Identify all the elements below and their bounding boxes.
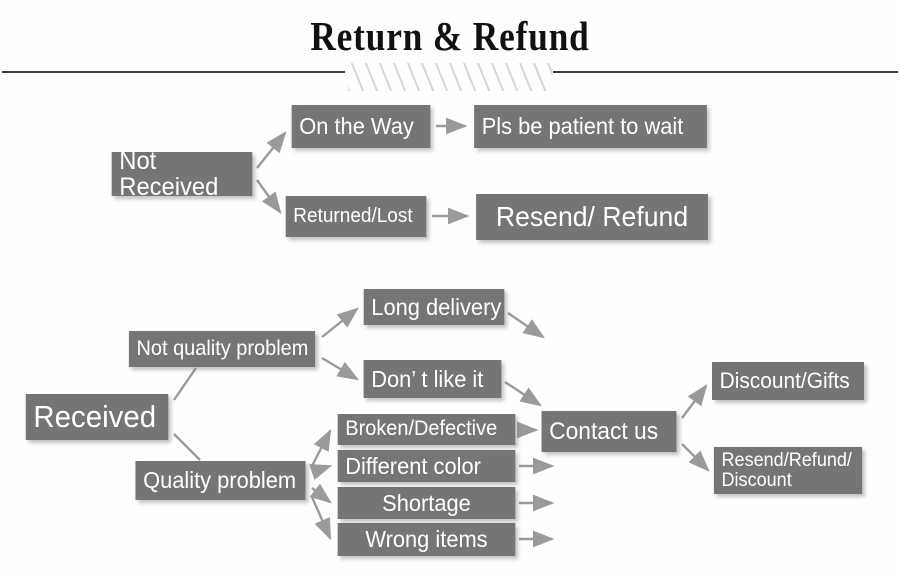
node-pls-be-patient[interactable]: Pls be patient to wait (474, 105, 707, 148)
header-divider (0, 63, 900, 91)
node-shortage[interactable]: Shortage (337, 487, 516, 519)
node-discount-gifts[interactable]: Discount/Gifts (712, 362, 864, 400)
hatched-divider-icon (348, 63, 552, 91)
node-not-received[interactable]: Not Received (111, 148, 253, 200)
arrow-contact-discountgifts (681, 384, 708, 419)
line-received-quality (173, 433, 201, 461)
arrow-notreceived-ontheway (256, 131, 287, 169)
node-broken-defective[interactable]: Broken/Defective (337, 414, 516, 445)
node-returned-lost[interactable]: Returned/Lost (285, 196, 427, 237)
divider-rule-left-fade (300, 71, 346, 73)
node-resend-refund[interactable]: Resend/ Refund (476, 194, 708, 240)
arrow-longdelivery-contact (507, 312, 545, 339)
node-contact-us[interactable]: Contact us (541, 411, 677, 452)
line-received-notquality (173, 367, 197, 401)
node-not-quality-problem[interactable]: Not quality problem (128, 331, 316, 367)
node-received[interactable]: Received (25, 394, 169, 440)
arrow-quality-shortage (309, 483, 332, 504)
divider-rule-left (2, 71, 345, 73)
node-on-the-way[interactable]: On the Way (291, 105, 431, 148)
node-resend-refund-discount[interactable]: Resend/Refund/ Discount (713, 447, 863, 494)
divider-rule-right (553, 71, 898, 73)
node-long-delivery[interactable]: Long delivery (363, 289, 505, 325)
node-dont-like-it[interactable]: Don’ t like it (363, 360, 502, 398)
arrow-quality-wrongitems (310, 496, 332, 541)
node-quality-problem[interactable]: Quality problem (135, 461, 306, 500)
arrow-quality-broken (310, 428, 332, 467)
arrow-notquality-longdelivery (321, 307, 359, 338)
page-title: Return & Refund (310, 13, 590, 59)
arrow-quality-differentcolor (309, 464, 333, 481)
node-different-color[interactable]: Different color (337, 450, 516, 482)
arrow-notquality-dontlike (321, 356, 360, 381)
node-wrong-items[interactable]: Wrong items (337, 523, 516, 556)
arrow-notreceived-returnedlost (256, 179, 282, 214)
arrow-dontlike-contact (504, 380, 543, 407)
arrow-contact-resendrefunddiscount (681, 443, 710, 472)
